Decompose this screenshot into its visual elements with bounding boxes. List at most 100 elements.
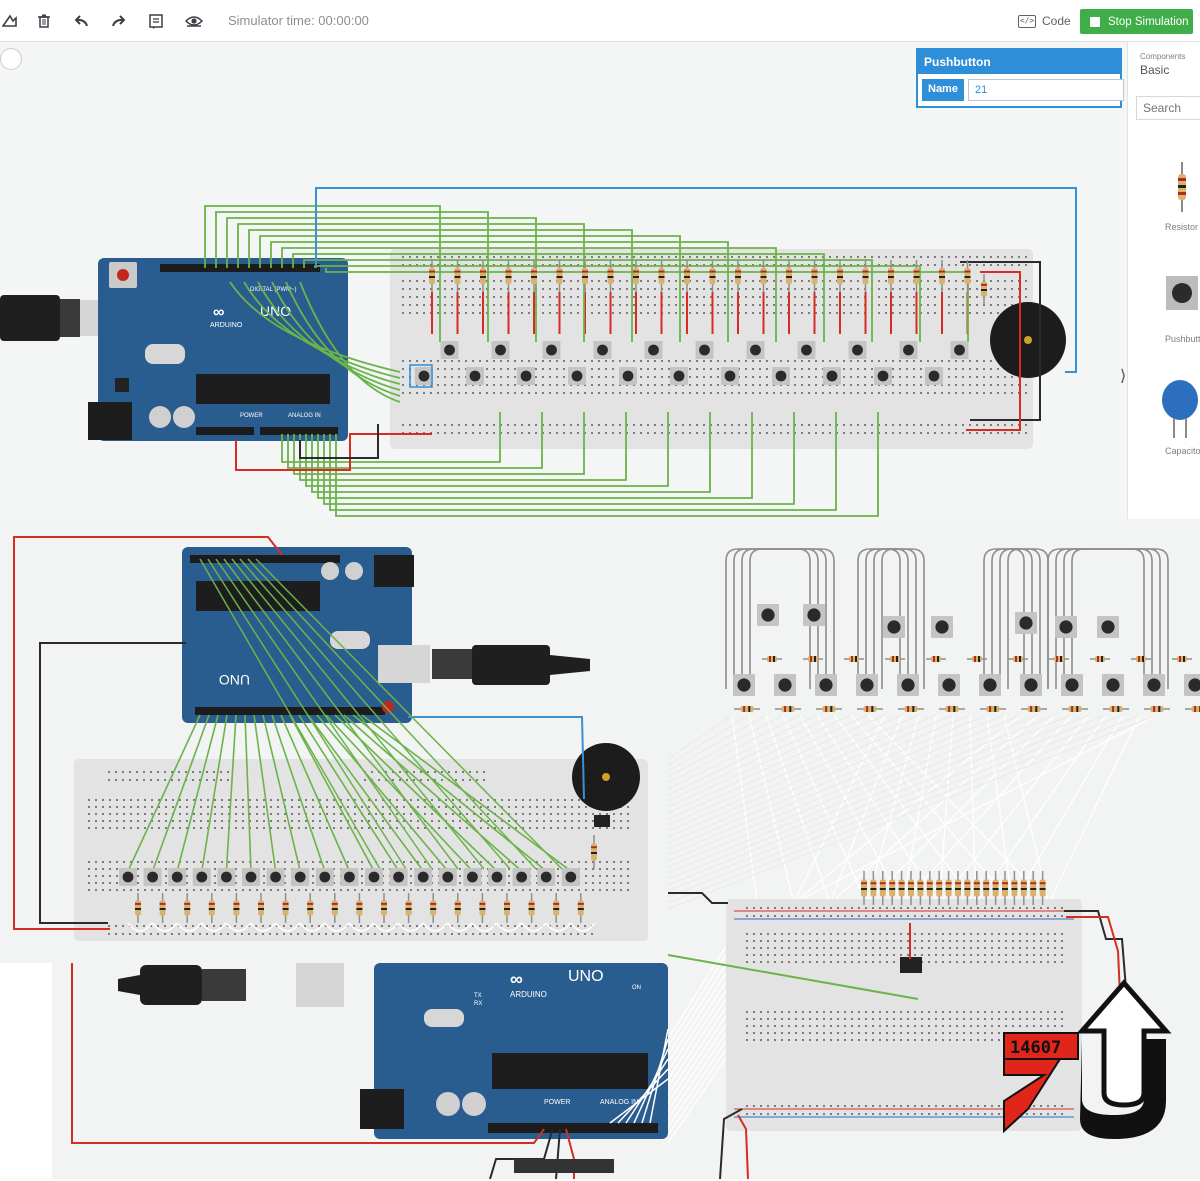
wire-white xyxy=(860,714,1056,910)
wire-green xyxy=(229,281,401,373)
wire-red xyxy=(966,271,1021,431)
pushbutton-cap xyxy=(270,871,281,883)
wire-white xyxy=(668,714,1124,898)
pushbutton-cap xyxy=(1065,678,1079,692)
wire-white xyxy=(201,922,227,932)
wire-white xyxy=(275,922,301,932)
code-button-label: Code xyxy=(1042,14,1071,28)
wire-green xyxy=(335,412,879,517)
analog-in-label: ANALOG IN xyxy=(288,413,321,419)
wire-green xyxy=(293,412,585,475)
wire-green xyxy=(325,714,473,872)
wire-white xyxy=(299,922,325,932)
pushbutton-component-label[interactable]: Pushbutton xyxy=(1165,334,1200,344)
resistor xyxy=(904,706,918,712)
wire-green xyxy=(311,412,711,493)
wire-white xyxy=(668,714,1056,874)
name-field[interactable] xyxy=(967,79,1124,101)
circuit-canvas-bottom-left[interactable]: UNO ∞ UNO ARDUINO TX RX ON POWER ANALOG … xyxy=(0,519,668,1179)
pushbutton-cap xyxy=(520,370,532,382)
pushbutton-cap xyxy=(1059,620,1073,634)
capacitor-component-label[interactable]: Capacitor xyxy=(1165,446,1200,456)
wire-green xyxy=(271,714,326,872)
wire-green xyxy=(231,558,485,870)
pushbutton-cap xyxy=(819,678,833,692)
capacitor-component-icon[interactable] xyxy=(1160,378,1200,438)
resistor xyxy=(1013,656,1023,662)
collapse-panel-icon[interactable]: ⟩ xyxy=(1120,368,1127,385)
notes-icon[interactable] xyxy=(142,8,170,34)
stop-simulation-button[interactable]: Stop Simulation xyxy=(1080,9,1193,34)
pushbutton-component-icon[interactable] xyxy=(1164,270,1200,320)
zoom-to-fit-button[interactable] xyxy=(0,48,22,70)
wire-white xyxy=(668,714,903,820)
wire-white xyxy=(625,1058,668,1124)
arduino-label: ARDUINO xyxy=(210,322,243,329)
wire-white xyxy=(668,714,937,832)
resistor xyxy=(808,656,818,662)
resistor-component-icon[interactable] xyxy=(1172,162,1192,212)
redo-icon[interactable] xyxy=(104,8,132,34)
wire-white xyxy=(570,922,596,932)
circuit-canvas-bottom-right[interactable]: 14607 xyxy=(668,519,1200,1179)
stop-icon xyxy=(1090,16,1100,27)
pushbutton-cap xyxy=(442,871,454,883)
wire-white xyxy=(668,714,954,838)
circuit-canvas[interactable]: ∞ UNO ARDUINO DIGITAL (PWM~) POWER ANALO… xyxy=(0,42,1127,519)
wire-white xyxy=(668,714,1022,862)
pushbutton-cap xyxy=(516,871,527,883)
pushbutton-cap xyxy=(807,608,821,622)
wire-green xyxy=(316,714,449,872)
pushbutton-cap xyxy=(775,370,787,382)
pushbutton-cap xyxy=(344,871,355,883)
breadboard-holes xyxy=(746,933,1063,963)
pushbutton-cap xyxy=(877,370,889,382)
wire-green xyxy=(127,714,201,872)
resistor xyxy=(1109,706,1123,712)
wire-white xyxy=(176,922,202,932)
wire-black xyxy=(960,261,1041,421)
team-logo: 14607 xyxy=(1003,979,1172,1139)
pushbutton-cap xyxy=(699,344,710,356)
wire-white xyxy=(731,714,759,910)
components-category-select[interactable]: Basic xyxy=(1140,63,1170,77)
wire-green xyxy=(207,558,407,870)
visibility-icon[interactable] xyxy=(180,8,208,34)
rotate-icon[interactable] xyxy=(0,8,24,34)
breadboard-bottom-left xyxy=(74,759,648,941)
pushbutton-cap xyxy=(245,871,257,883)
digital-label: DIGITAL (PWM~) xyxy=(250,287,297,293)
wire-green xyxy=(317,412,753,499)
pushbutton-cap xyxy=(1106,678,1120,692)
wire-green xyxy=(270,241,729,342)
breadboard-bottom-right xyxy=(726,899,1082,1131)
code-button[interactable]: </> Code xyxy=(1010,9,1079,33)
undo-icon[interactable] xyxy=(68,8,96,34)
resistor xyxy=(822,706,836,712)
wire-white xyxy=(373,922,399,932)
pushbutton-cap xyxy=(319,871,331,883)
resistor-component-label[interactable]: Resistor xyxy=(1165,222,1199,232)
wire-green xyxy=(292,253,825,342)
wire-green xyxy=(298,714,400,872)
pushbutton-cap xyxy=(1147,678,1161,692)
wire-white xyxy=(398,922,424,932)
wire-white xyxy=(668,714,1158,910)
components-panel: Components Basic Resistor Pushbutton Cap… xyxy=(1127,42,1200,519)
wire-white xyxy=(668,714,1141,904)
pushbutton-cap xyxy=(778,678,792,692)
resistor xyxy=(767,656,777,662)
circuit-view-bottom-left: UNO ∞ UNO ARDUINO TX RX ON POWER ANALOG … xyxy=(0,519,668,1179)
delete-icon[interactable] xyxy=(30,8,58,34)
wire-green xyxy=(199,558,381,870)
wire-green xyxy=(299,281,401,403)
wire-white xyxy=(649,1028,668,1124)
resistor xyxy=(1095,656,1105,662)
resistor xyxy=(931,656,941,662)
pushbutton-cap xyxy=(597,344,608,356)
components-search-input[interactable] xyxy=(1136,96,1200,120)
pushbutton-cap xyxy=(724,370,736,382)
wire-white xyxy=(324,922,350,932)
wire-white xyxy=(934,714,1090,910)
circuit-view-bottom-right: 14607 xyxy=(668,519,1200,1179)
